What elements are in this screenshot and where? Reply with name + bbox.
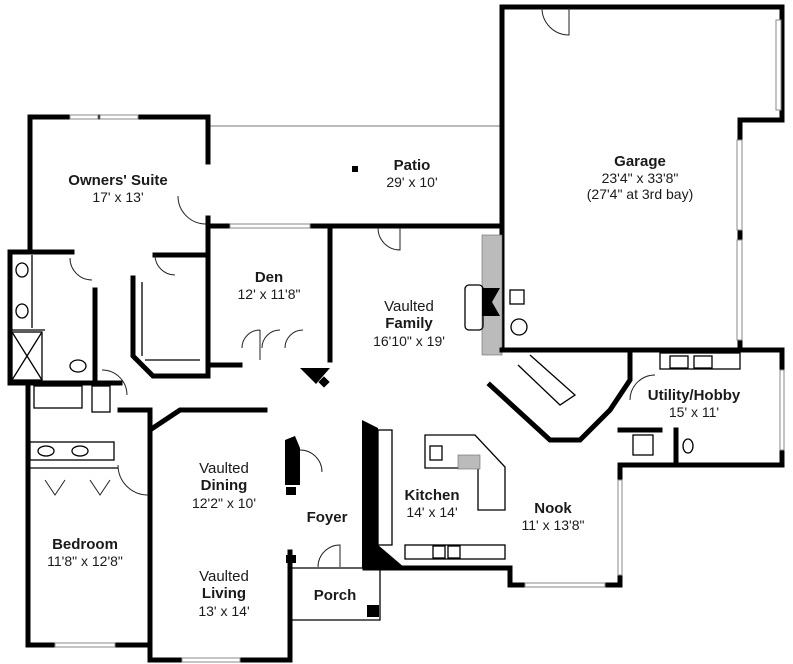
living-dining-walls: [117, 407, 323, 663]
room-nook: Nook 11' x 13'8": [522, 500, 585, 533]
room-name: Family: [385, 315, 433, 333]
room-name: Utility/Hobby: [647, 387, 741, 404]
room-note: (27'4" at 3rd bay): [586, 186, 694, 203]
room-name: Kitchen: [404, 487, 460, 504]
room-prefix: Vaulted: [384, 298, 434, 315]
room-name: Garage: [614, 153, 666, 170]
den-walls: [205, 225, 333, 388]
walk-in-closet: [130, 252, 211, 379]
room-name: Den: [254, 269, 284, 286]
room-family: Vaulted Family 16'10" x 19': [373, 298, 445, 349]
room-dims: 16'10" x 19': [373, 332, 445, 349]
bedroom-walls: [25, 479, 153, 648]
room-owners-suite: Owners' Suite 17' x 13': [68, 172, 167, 205]
room-dims: 12' x 11'8": [237, 286, 301, 303]
room-dining: Vaulted Dining 12'2" x 10': [192, 460, 256, 511]
room-dims: 17' x 13': [92, 189, 144, 206]
room-dims: 13' x 14': [198, 602, 250, 619]
room-bedroom: Bedroom 11'8" x 12'8": [47, 536, 123, 569]
room-name: Dining: [200, 477, 248, 495]
pantry: [486, 347, 633, 443]
master-bath: [7, 249, 149, 648]
room-dims: 23'4" x 33'8": [601, 170, 679, 187]
room-foyer: Foyer: [307, 509, 348, 526]
kitchen-counters: [362, 420, 513, 571]
room-patio: Patio 29' x 10': [386, 157, 437, 190]
room-name: Porch: [313, 587, 357, 604]
room-name: Bedroom: [52, 536, 118, 553]
porch-walls: [290, 544, 381, 621]
room-garage: Garage 23'4" x 33'8" (27'4" at 3rd bay): [587, 153, 693, 202]
room-dims: 12'2" x 10': [191, 494, 257, 511]
fireplace: [377, 227, 528, 356]
room-porch: Porch: [314, 587, 357, 604]
room-name: Foyer: [306, 509, 348, 526]
room-dims: 14' x 14': [406, 504, 458, 521]
room-name: Patio: [393, 157, 431, 174]
room-dims: 11'8" x 12'8": [47, 553, 123, 570]
patio-outline: [208, 125, 502, 227]
room-dims: 29' x 10': [386, 174, 438, 191]
room-kitchen: Kitchen 14' x 14': [404, 487, 459, 520]
room-prefix: Vaulted: [199, 460, 249, 477]
room-utility: Utility/Hobby 15' x 11': [648, 387, 741, 420]
room-dims: 15' x 11': [668, 404, 720, 421]
nook-walls: [507, 467, 623, 588]
utility-walls: [617, 347, 785, 468]
room-prefix: Vaulted: [199, 568, 249, 585]
room-name: Nook: [534, 500, 572, 517]
room-name: Owners' Suite: [68, 172, 168, 189]
room-dims: 11' x 13'8": [521, 517, 585, 534]
room-name: Living: [201, 585, 247, 603]
room-den: Den 12' x 11'8": [238, 269, 301, 302]
room-living: Vaulted Living 13' x 14': [198, 568, 249, 619]
owners-suite-walls: [27, 114, 503, 251]
